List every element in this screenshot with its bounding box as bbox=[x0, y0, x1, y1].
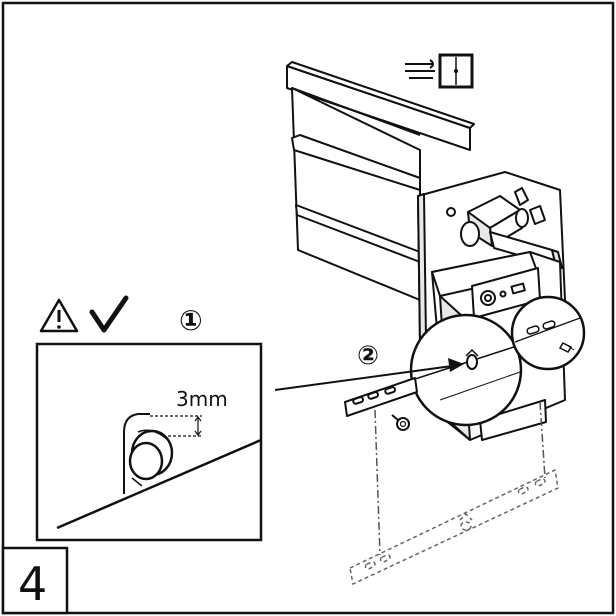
magnifier-large bbox=[409, 313, 523, 427]
warning-triangle-icon bbox=[39, 298, 79, 333]
shaft-clamp bbox=[460, 187, 563, 269]
screw-head-detail bbox=[128, 429, 174, 487]
checkmark-icon bbox=[89, 295, 129, 333]
callout-number-two: ② bbox=[357, 341, 379, 371]
mounting-bracket bbox=[344, 377, 418, 417]
detail-view-box: 3mm bbox=[35, 342, 263, 542]
bracket-ghost-outline bbox=[349, 468, 559, 586]
callout-number-one: ① bbox=[179, 304, 203, 337]
alignment-guide-lines bbox=[374, 401, 546, 556]
magnifier-small bbox=[510, 295, 586, 371]
airflow-direction-icon bbox=[405, 53, 474, 89]
damper-blade bbox=[286, 61, 475, 301]
pointer-arrow bbox=[274, 358, 464, 391]
step-number-box: 4 bbox=[1, 546, 69, 615]
screw-icon bbox=[558, 342, 575, 353]
dimension-marker bbox=[150, 415, 202, 437]
step-number: 4 bbox=[18, 557, 47, 611]
dimension-label: 3mm bbox=[176, 387, 228, 411]
bracket-screw-icon bbox=[391, 414, 410, 431]
